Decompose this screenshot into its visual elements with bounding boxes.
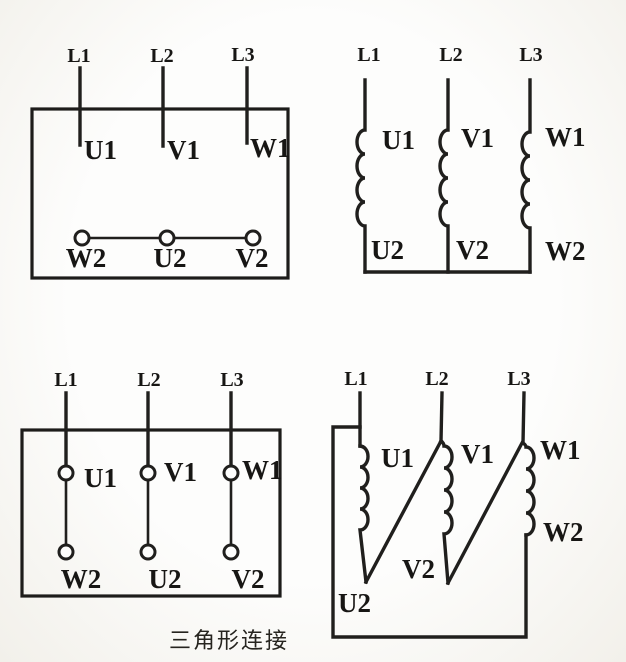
delta-jumper-u2-v1 [363,438,444,585]
terminal-label-u2: U2 [149,564,182,594]
winding-label-u2: U2 [371,235,404,265]
winding-label-v1: V1 [461,123,494,153]
delta-jumper-v2-w1 [445,440,525,586]
supply-lead-l3 [521,391,526,445]
winding-label-v2: V2 [402,554,435,584]
terminal-label-v2: V2 [236,243,269,273]
supply-label-l3: L3 [231,44,254,66]
terminal-dot-w2 [57,543,75,561]
terminal-box-outline [20,428,282,598]
terminal-dot-u2 [139,543,157,561]
winding-label-w1: W1 [540,435,581,465]
terminal-dot-u2 [158,229,176,247]
supply-label-l3: L3 [507,368,530,390]
winding-coil-w [520,440,536,537]
terminal-label-u1: U1 [84,463,117,493]
terminal-dot-u1 [57,464,75,482]
terminal-label-u1: U1 [84,135,117,165]
supply-label-l3: L3 [519,44,542,66]
winding-coil-u [358,444,370,584]
delta-outer-link-w2-u1 [331,425,528,639]
terminal-dot-v1 [139,464,157,482]
supply-label-l2: L2 [137,369,160,391]
supply-label-l1: L1 [54,369,77,391]
terminal-label-u2: U2 [154,243,187,273]
terminal-dot-v2 [244,229,262,247]
star-terminal-box-diagram: L1 L2 L3 U1 V1 W1 W2 U2 V2 [30,44,291,280]
winding-label-u2: U2 [338,588,371,618]
winding-label-u1: U1 [381,443,414,473]
winding-coil-v [438,78,450,274]
supply-label-l1: L1 [67,45,90,67]
supply-label-l1: L1 [344,368,367,390]
winding-coil-v [438,438,454,585]
supply-label-l2: L2 [425,368,448,390]
winding-label-v2: V2 [456,235,489,265]
terminal-label-w1: W1 [250,133,291,163]
terminal-label-v2: V2 [232,564,265,594]
terminal-dot-w1 [222,464,240,482]
terminal-label-v1: V1 [167,135,200,165]
delta-winding-diagram: L1 L2 L3 U1 V1 W1 U2 V2 W2 [331,368,584,639]
terminal-label-v1: V1 [164,457,197,487]
terminal-dot-v2 [222,543,240,561]
supply-lead-l2 [439,391,444,443]
terminal-label-w2: W2 [66,243,107,273]
winding-coil-w [520,78,532,274]
terminal-box-outline [30,107,290,280]
supply-label-l1: L1 [357,44,380,66]
winding-label-u1: U1 [382,125,415,155]
supply-label-l3: L3 [220,369,243,391]
winding-label-v1: V1 [461,439,494,469]
terminal-label-w2: W2 [61,564,102,594]
star-winding-diagram: L1 L2 L3 U1 V1 W1 U2 V2 W2 [355,44,586,274]
delta-terminal-box-diagram: L1 L2 L3 U1 V1 W1 W2 U2 V2 三角形连接 [20,369,289,653]
terminal-label-w1: W1 [242,455,283,485]
terminal-dot-w2 [73,229,91,247]
delta-connection-caption: 三角形连接 [169,628,289,653]
winding-label-w2: W2 [545,236,586,266]
winding-label-w2: W2 [543,517,584,547]
supply-label-l2: L2 [439,44,462,66]
supply-label-l2: L2 [150,45,173,67]
winding-coil-u [355,78,367,274]
winding-label-w1: W1 [545,122,586,152]
